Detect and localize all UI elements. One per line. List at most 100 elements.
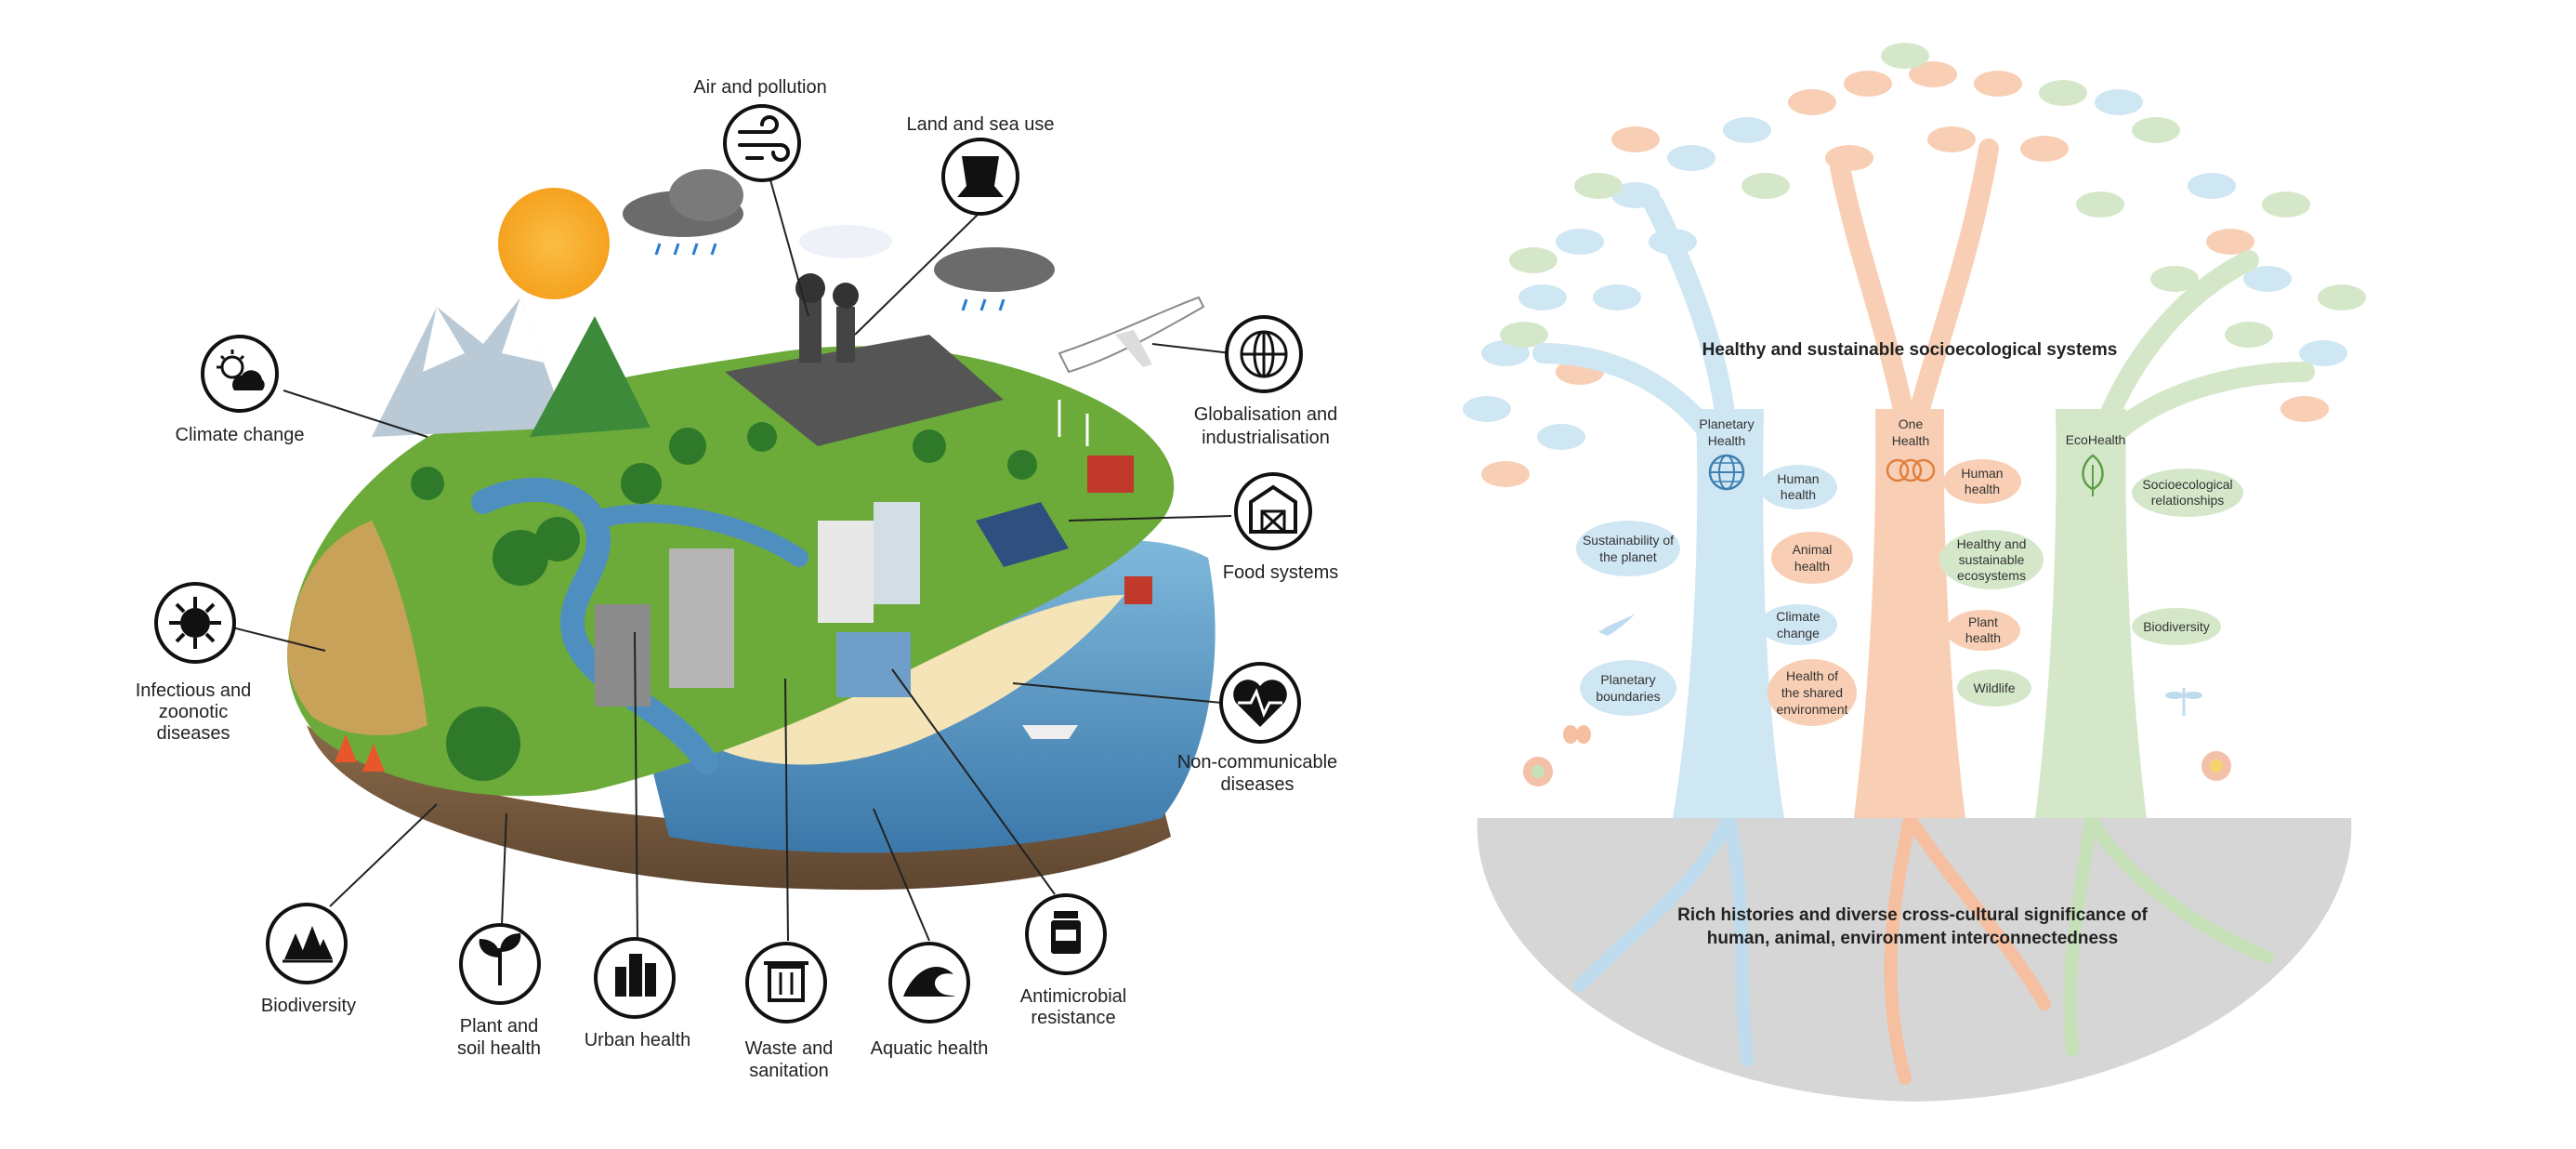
- city-building: [874, 502, 920, 604]
- leaf-oh-human-health-1: Human: [1961, 466, 2003, 481]
- cloud: [799, 225, 892, 258]
- leaf-climate-change-1: Climate: [1776, 609, 1820, 624]
- leaf-planetary-boundaries-2: boundaries: [1596, 689, 1660, 704]
- leaf-oh-human-health-2: health: [1965, 482, 2000, 496]
- wildfire: [335, 734, 385, 772]
- sprout-icon: [459, 923, 541, 1005]
- label-waste-1: Waste and: [745, 1038, 834, 1059]
- barn: [1087, 456, 1134, 493]
- savanna: [287, 521, 427, 735]
- label-amr-1: Antimicrobial: [1020, 986, 1126, 1007]
- pill-bottle-icon: [1025, 893, 1107, 975]
- label-aquatic-health: Aquatic health: [871, 1038, 989, 1059]
- label-globalisation-1: Globalisation and: [1194, 404, 1338, 425]
- label-land-sea-use: Land and sea use: [906, 114, 1054, 135]
- leaf-ecosystems-2: sustainable: [1959, 552, 2025, 567]
- leaf-wildlife: Wildlife: [1973, 680, 2015, 695]
- tree-name-one-2: Health: [1892, 433, 1929, 448]
- barn-icon: [1234, 472, 1312, 550]
- oil-rig: [1124, 576, 1152, 604]
- rings-icon: [1886, 458, 1936, 482]
- leaf-sustainability-2: the planet: [1599, 549, 1657, 564]
- island-illustration: [287, 273, 1216, 891]
- sun: [498, 188, 610, 299]
- leaf-animal-health-1: Animal: [1793, 542, 1833, 557]
- label-waste-2: sanitation: [749, 1061, 829, 1081]
- leaf-shared-env-1: Health of: [1786, 668, 1838, 683]
- city-building: [595, 604, 651, 707]
- leaf-sustainability-1: Sustainability of: [1583, 533, 1674, 548]
- storm-cloud: [934, 247, 1055, 311]
- globe-icon: [1708, 454, 1745, 491]
- rain-cloud: [623, 169, 743, 256]
- label-plant-soil-2: soil health: [457, 1038, 541, 1059]
- tree-name-ecohealth: EcoHealth: [2066, 432, 2126, 447]
- label-biodiversity: Biodiversity: [261, 996, 356, 1016]
- dragonfly: [2165, 688, 2202, 716]
- green-mountain: [530, 316, 651, 437]
- leaf-icon: [2082, 454, 2104, 496]
- wind-turbines: [1058, 400, 1089, 446]
- hospital: [836, 632, 911, 697]
- label-climate-change: Climate change: [176, 425, 305, 445]
- globe-icon: [1225, 315, 1303, 393]
- wind-icon: [723, 104, 801, 182]
- tree-name-planetary-1: Planetary: [1699, 416, 1754, 431]
- leaf-ecosystems-1: Healthy and: [1957, 536, 2027, 551]
- snow-mountain: [372, 297, 567, 437]
- leaf-human-health-2: health: [1781, 487, 1816, 502]
- leaf-animal-health-2: health: [1794, 559, 1830, 574]
- connector-lines: [231, 176, 1232, 942]
- heart-icon: [1219, 662, 1301, 744]
- industrial-zone: [725, 335, 1004, 446]
- trees-icon: [266, 903, 348, 984]
- left-labels: Air and pollution Land and sea use Clima…: [136, 77, 1339, 1081]
- leaf-socioecological-2: relationships: [2151, 493, 2225, 508]
- tree-top-title: Healthy and sustainable socioecological …: [1702, 340, 2118, 360]
- forest: [411, 422, 1037, 781]
- label-ncd-2: diseases: [1221, 774, 1295, 795]
- leaf-human-health-1: Human: [1777, 471, 1819, 486]
- stump-icon: [941, 138, 1019, 216]
- beach: [706, 595, 1124, 765]
- leaf-ecosystems-3: ecosystems: [1957, 568, 2026, 583]
- city-building: [669, 548, 734, 688]
- leaf-planetary-boundaries-1: Planetary: [1600, 672, 1655, 687]
- label-food-systems: Food systems: [1223, 562, 1338, 583]
- bird: [1598, 614, 1636, 636]
- tree-name-planetary-2: Health: [1708, 433, 1745, 448]
- river-branch: [585, 504, 808, 567]
- label-ncd-1: Non-communicable: [1177, 752, 1337, 773]
- solar-roof: [976, 502, 1069, 567]
- leaf-shared-env-3: environment: [1776, 702, 1847, 717]
- tree-name-one-1: One: [1899, 416, 1924, 431]
- city-building: [818, 521, 874, 623]
- canopy: [1463, 43, 2366, 487]
- butterfly: [1563, 725, 1591, 744]
- tree-diagram: Healthy and sustainable socioecological …: [1463, 43, 2366, 1102]
- buildings-icon: [594, 937, 676, 1019]
- roots: [1573, 812, 2274, 1085]
- leaf-labels: [1576, 459, 2243, 726]
- label-infectious-1: Infectious and: [136, 680, 252, 701]
- label-plant-soil-1: Plant and: [460, 1016, 539, 1037]
- leaf-socioecological-1: Socioecological: [2142, 477, 2232, 492]
- trunk-one-health: [1854, 409, 1965, 818]
- label-urban-health: Urban health: [585, 1030, 691, 1050]
- label-globalisation-2: industrialisation: [1202, 428, 1330, 448]
- trunk-ecohealth: [2035, 409, 2147, 818]
- trash-icon: [745, 942, 827, 1024]
- label-infectious-2: zoonotic: [159, 702, 229, 722]
- leaf-climate-change-2: change: [1777, 626, 1820, 641]
- wave-icon: [888, 942, 970, 1024]
- leaf-shared-env-2: the shared: [1781, 685, 1843, 700]
- leaf-plant-health-2: health: [1965, 630, 2001, 645]
- leaf-biodiversity: Biodiversity: [2143, 619, 2210, 634]
- label-air-pollution: Air and pollution: [693, 77, 826, 98]
- virus-icon: [154, 582, 236, 664]
- boat: [1022, 725, 1078, 739]
- leaf-plant-health-1: Plant: [1968, 614, 1998, 629]
- airplane: [1058, 296, 1205, 374]
